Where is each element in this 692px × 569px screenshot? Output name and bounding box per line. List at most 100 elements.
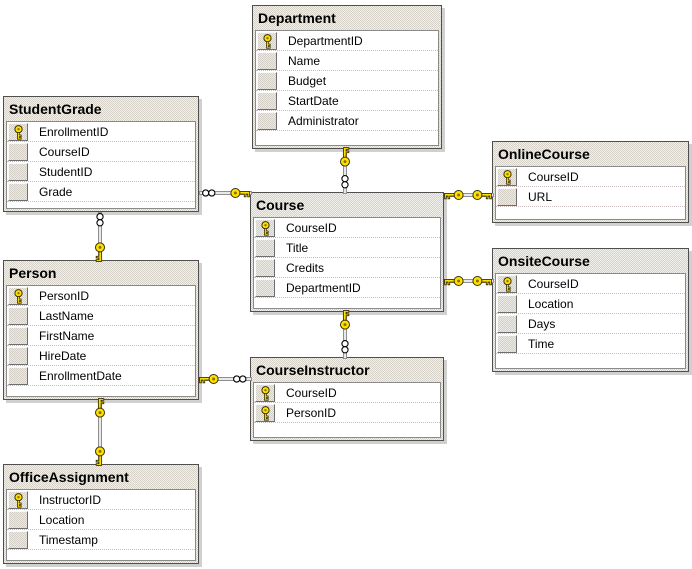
key-icon <box>199 373 219 385</box>
field-row[interactable]: URL <box>496 187 685 207</box>
key-icon <box>472 275 492 287</box>
field-name: EnrollmentDate <box>39 368 122 383</box>
key-icon <box>339 310 351 330</box>
row-selector[interactable] <box>257 72 277 90</box>
field-row[interactable]: Credits <box>254 258 440 278</box>
field-row[interactable]: FirstName <box>7 326 195 346</box>
table-title-onlinecourse[interactable]: OnlineCourse <box>498 146 590 162</box>
new-row-area[interactable] <box>496 354 685 368</box>
row-selector-primary-key[interactable] <box>255 219 275 237</box>
table-title-courseinstructor[interactable]: CourseInstructor <box>256 362 370 378</box>
field-row[interactable]: Administrator <box>256 111 438 131</box>
row-selector-primary-key[interactable] <box>255 404 275 422</box>
row-selector-primary-key[interactable] <box>257 32 277 50</box>
table-title-onsitecourse[interactable]: OnsiteCourse <box>498 253 590 269</box>
field-row[interactable]: CourseID <box>7 142 195 162</box>
table-title-department[interactable]: Department <box>258 10 336 26</box>
row-selector[interactable] <box>8 511 28 529</box>
field-row[interactable]: HireDate <box>7 346 195 366</box>
field-name: Time <box>528 336 555 351</box>
field-row[interactable]: Location <box>496 294 685 314</box>
field-row[interactable]: StudentID <box>7 162 195 182</box>
row-selector[interactable] <box>497 188 517 206</box>
infinity-icon <box>341 174 349 190</box>
new-row-area[interactable] <box>7 550 195 560</box>
field-row[interactable]: Budget <box>256 71 438 91</box>
row-selector[interactable] <box>8 163 28 181</box>
relationship-line[interactable] <box>199 191 252 195</box>
row-selector[interactable] <box>8 367 28 385</box>
row-selector[interactable] <box>8 347 28 365</box>
field-name: Location <box>39 512 85 527</box>
row-selector[interactable] <box>497 335 517 353</box>
new-row-area[interactable] <box>7 202 195 208</box>
field-row[interactable]: DepartmentID <box>256 31 438 51</box>
row-selector-primary-key[interactable] <box>497 168 517 186</box>
field-row[interactable]: CourseID <box>254 383 440 403</box>
field-row[interactable]: Time <box>496 334 685 354</box>
field-row[interactable]: EnrollmentDate <box>7 366 195 386</box>
field-row[interactable]: PersonID <box>7 286 195 306</box>
row-selector-primary-key[interactable] <box>8 123 28 141</box>
field-row[interactable]: LastName <box>7 306 195 326</box>
field-row[interactable]: CourseID <box>496 167 685 187</box>
field-row[interactable]: Location <box>7 510 195 530</box>
field-row[interactable]: Days <box>496 314 685 334</box>
row-selector[interactable] <box>257 92 277 110</box>
row-selector-primary-key[interactable] <box>497 275 517 293</box>
row-selector-primary-key[interactable] <box>8 287 28 305</box>
row-selector[interactable] <box>8 183 28 201</box>
field-row[interactable]: Timestamp <box>7 530 195 550</box>
row-selector[interactable] <box>8 143 28 161</box>
row-selector[interactable] <box>257 112 277 130</box>
field-name: Title <box>286 240 309 255</box>
row-selector[interactable] <box>497 315 517 333</box>
field-row[interactable]: PersonID <box>254 403 440 423</box>
new-row-area[interactable] <box>7 386 195 396</box>
row-selector-primary-key[interactable] <box>8 491 28 509</box>
field-name: Location <box>528 296 574 311</box>
field-row[interactable]: StartDate <box>256 91 438 111</box>
field-row[interactable]: DepartmentID <box>254 278 440 298</box>
row-selector[interactable] <box>497 295 517 313</box>
primary-key-icon <box>262 33 273 49</box>
new-row-area[interactable] <box>254 298 440 308</box>
table-title-course[interactable]: Course <box>256 197 305 213</box>
field-row[interactable]: Name <box>256 51 438 71</box>
key-icon <box>472 189 492 201</box>
key-icon <box>230 187 250 199</box>
row-selector[interactable] <box>255 279 275 297</box>
row-selector[interactable] <box>8 307 28 325</box>
new-row-area[interactable] <box>256 131 438 145</box>
field-row[interactable]: EnrollmentID <box>7 122 195 142</box>
table-title-person[interactable]: Person <box>9 265 57 281</box>
field-row[interactable]: Grade <box>7 182 195 202</box>
row-selector[interactable] <box>257 52 277 70</box>
row-selector[interactable] <box>8 327 28 345</box>
field-row[interactable]: CourseID <box>254 218 440 238</box>
table-title-officeassignment[interactable]: OfficeAssignment <box>9 469 129 485</box>
field-row[interactable]: Title <box>254 238 440 258</box>
field-row[interactable]: CourseID <box>496 274 685 294</box>
row-selector-primary-key[interactable] <box>255 384 275 402</box>
new-row-area[interactable] <box>496 207 685 219</box>
row-selector[interactable] <box>255 239 275 257</box>
table-title-studentgrade[interactable]: StudentGrade <box>9 101 102 117</box>
field-row[interactable]: InstructorID <box>7 490 195 510</box>
primary-key-icon <box>502 276 513 292</box>
new-row-area[interactable] <box>254 423 440 437</box>
row-selector[interactable] <box>8 531 28 549</box>
field-name: Budget <box>288 73 327 88</box>
row-selector[interactable] <box>255 259 275 277</box>
